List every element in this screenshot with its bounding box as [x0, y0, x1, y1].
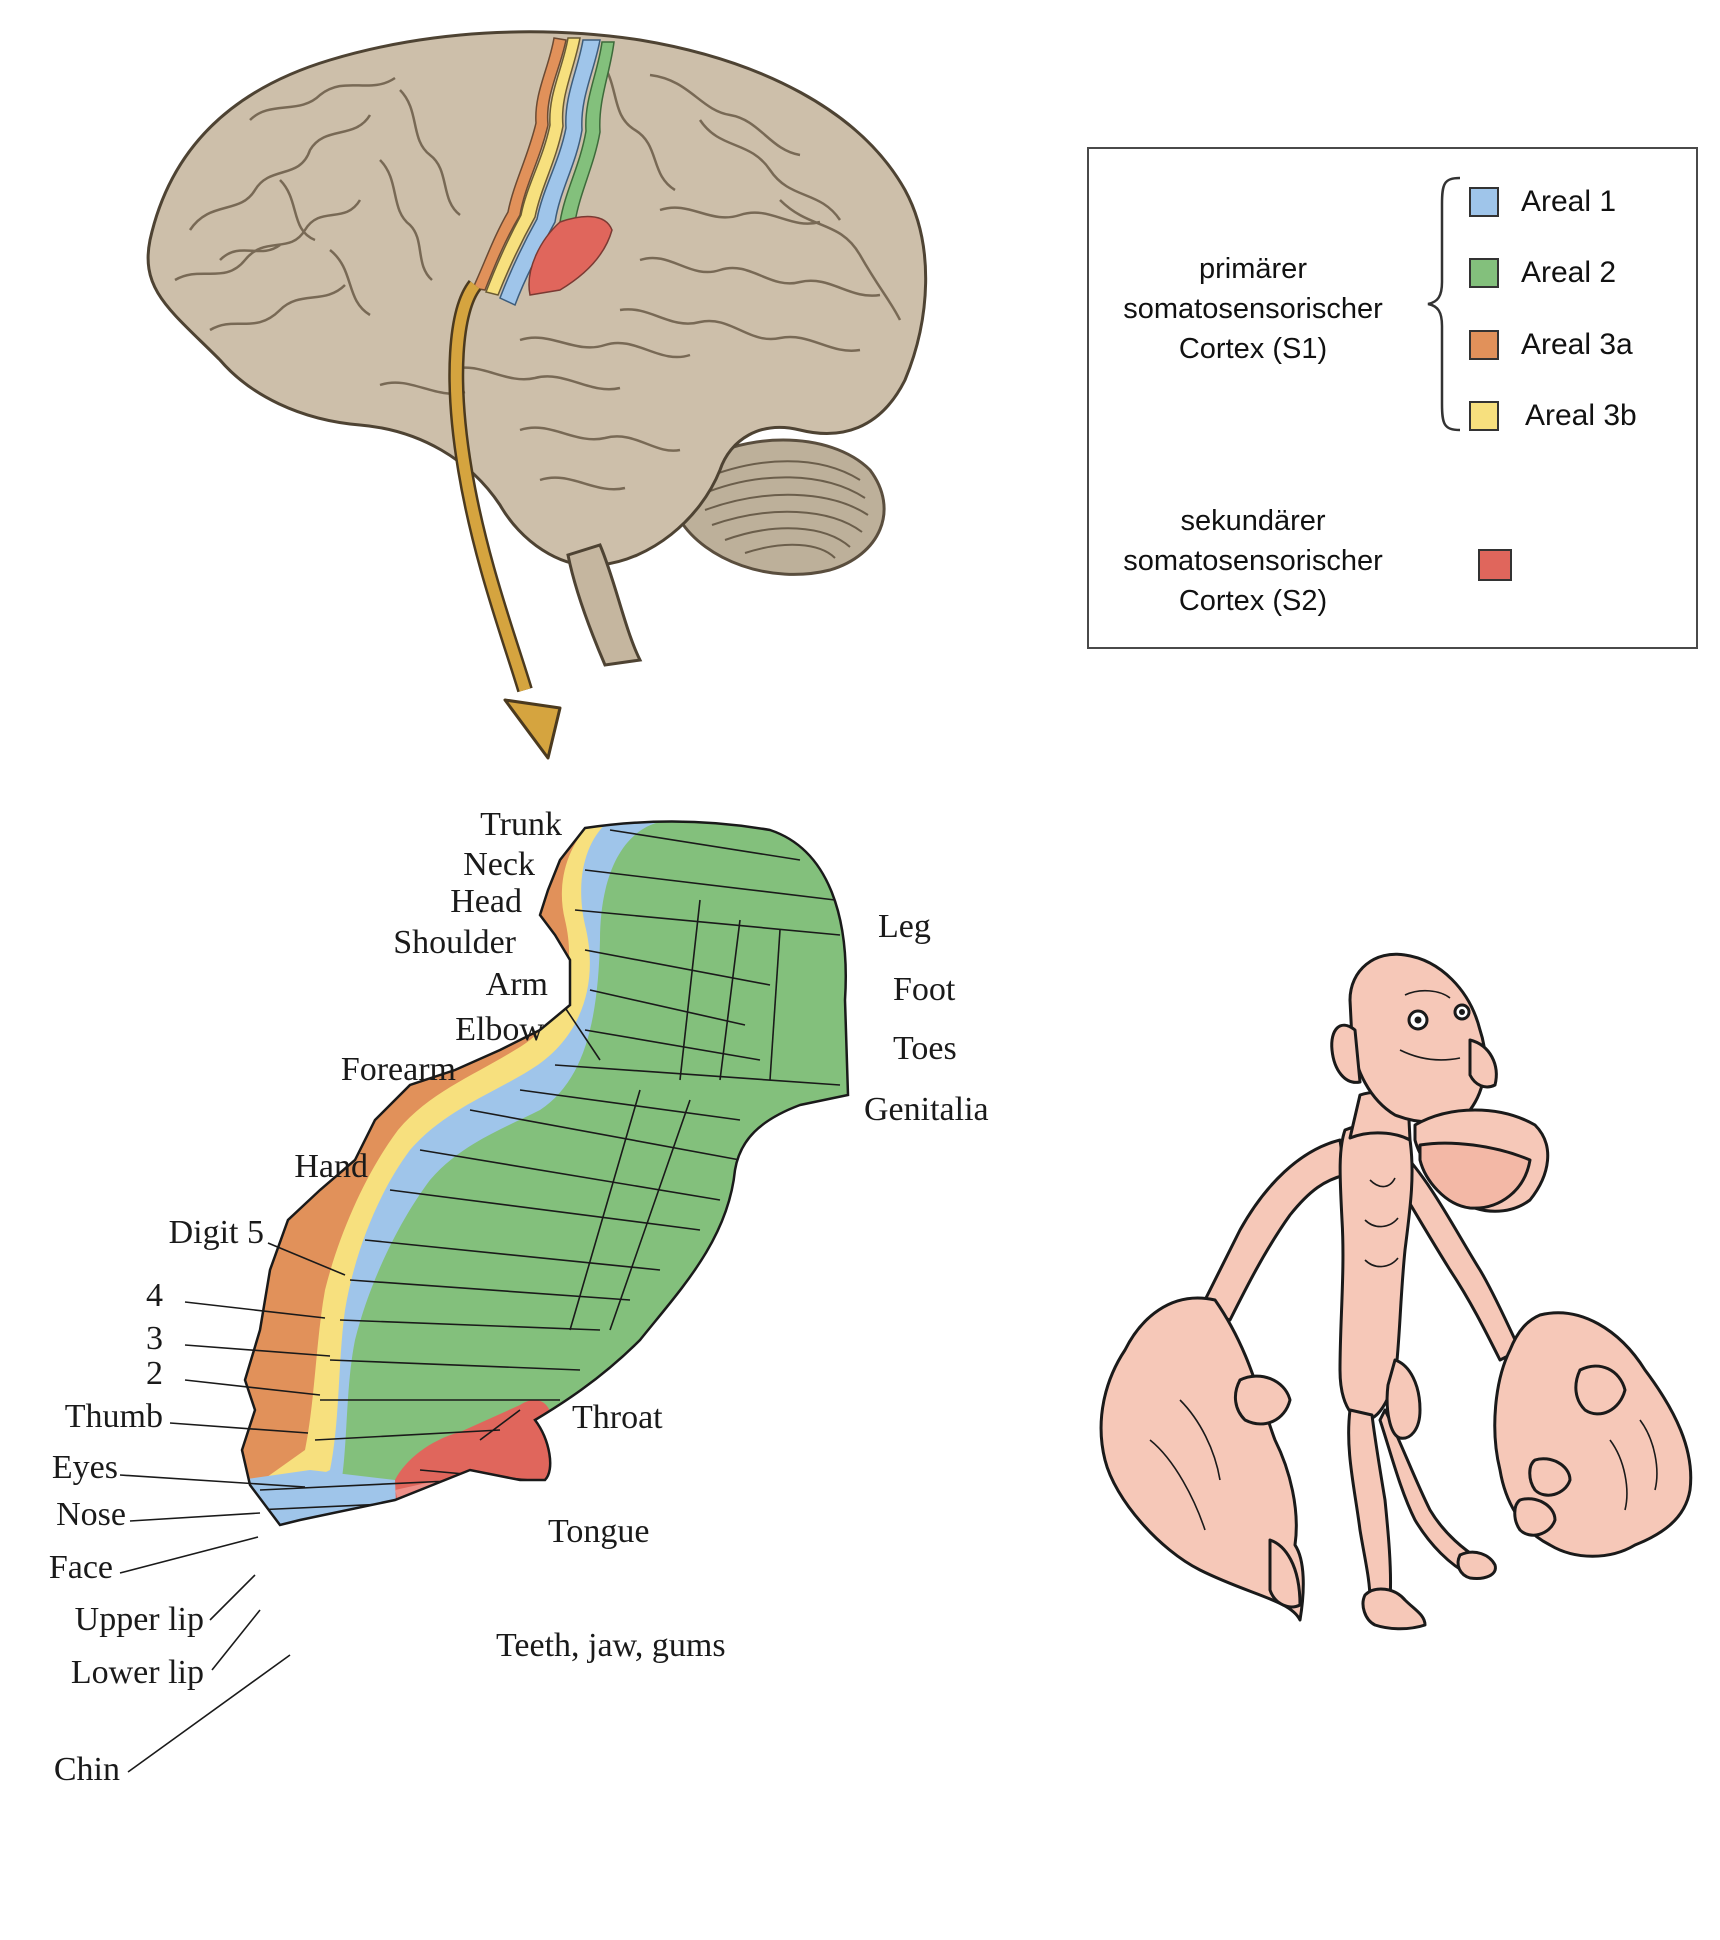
legend-item-areal-3a: Areal 3a [1469, 327, 1633, 363]
cortex-section [240, 820, 850, 1527]
curved-arrow [448, 280, 562, 760]
label-lower-lip: Lower lip [71, 1654, 204, 1691]
brain-cortex-strips [471, 37, 615, 307]
legend-label-areal-1: Areal 1 [1521, 185, 1617, 218]
label-throat: Throat [572, 1399, 663, 1436]
homunculus-tongue [1418, 1141, 1532, 1210]
s2-group-label: sekundärer somatosensorischer Cortex (S2… [1093, 501, 1413, 621]
homunculus-left-finger [1268, 1538, 1302, 1609]
cortex-section-outline [240, 820, 850, 1527]
homunculus-genitalia [1385, 1358, 1422, 1440]
label-elbow: Elbow [455, 1011, 544, 1048]
brain-illustration [146, 30, 928, 667]
cerebellum [678, 438, 886, 576]
label-chin: Chin [54, 1751, 120, 1788]
cortex-right-labels: Leg Foot Toes Genitalia Throat Tongue Te… [496, 908, 989, 1664]
label-foot: Foot [893, 971, 956, 1008]
homunculus-right-foot [1456, 1550, 1497, 1580]
legend-item-areal-3b: Areal 3b [1469, 398, 1637, 434]
legend-item-areal-2: Areal 2 [1469, 255, 1616, 291]
label-genitalia: Genitalia [864, 1091, 989, 1128]
legend-label-areal-2: Areal 2 [1521, 256, 1617, 289]
curly-brace-icon [1427, 176, 1461, 432]
legend-swatch-areal-3a [1469, 330, 1499, 360]
brain-strip-areal-1 [499, 39, 601, 307]
label-thumb: Thumb [65, 1398, 163, 1435]
sensory-homunculus [1099, 952, 1693, 1631]
label-digit-4: 4 [146, 1277, 163, 1314]
label-leader-lines [119, 1242, 346, 1773]
legend-label-areal-3b: Areal 3b [1525, 399, 1637, 432]
brainstem [566, 543, 643, 667]
legend-item-areal-1: Areal 1 [1469, 184, 1616, 220]
s1-group-label: primärer somatosensorischer Cortex (S1) [1093, 249, 1413, 369]
label-leg: Leg [878, 908, 931, 945]
label-nose: Nose [56, 1496, 126, 1533]
legend-swatch-areal-3b [1469, 401, 1499, 431]
label-head: Head [450, 883, 522, 920]
homunculus-left-arm [1198, 1138, 1347, 1322]
homunculus-right-finger-1 [1528, 1457, 1572, 1497]
label-digit-3: 3 [146, 1320, 163, 1357]
s2-label-line-3: Cortex (S2) [1178, 585, 1328, 617]
label-trunk: Trunk [480, 806, 562, 843]
label-forearm: Forearm [341, 1051, 456, 1088]
brain-strip-areal-3b [484, 37, 581, 296]
legend-swatch-s2 [1478, 549, 1512, 581]
label-toes: Toes [893, 1030, 957, 1067]
homunculus-ear [1330, 1023, 1362, 1084]
label-eyes: Eyes [52, 1449, 118, 1486]
band-s2-light [395, 1480, 470, 1525]
homunculus-left-foot [1361, 1587, 1427, 1631]
cortex-left-labels: Trunk Neck Head Shoulder Arm Elbow Forea… [49, 806, 562, 1788]
label-neck: Neck [463, 846, 535, 883]
homunculus-pupil [1414, 1016, 1422, 1024]
label-teeth-jaw-gums: Teeth, jaw, gums [496, 1627, 726, 1664]
s1-label-line-2: somatosensorischer [1123, 293, 1383, 325]
cerebellum-folia [699, 460, 869, 559]
label-upper-lip: Upper lip [75, 1601, 204, 1638]
legend-swatch-areal-1 [1469, 187, 1499, 217]
homunculus-details [1149, 989, 1658, 1531]
homunculus-nose [1468, 1038, 1498, 1089]
homunculus-right-thumb [1574, 1364, 1627, 1416]
label-arm: Arm [486, 966, 548, 1003]
s1-label-line-1: primärer [1199, 253, 1307, 285]
label-digit-5: Digit 5 [169, 1214, 264, 1251]
s1-label-line-3: Cortex (S1) [1178, 333, 1328, 365]
legend-swatch-areal-2 [1469, 258, 1499, 288]
brain-strip-s2 [528, 215, 613, 296]
homunculus-right-finger-2 [1513, 1497, 1557, 1537]
homunculus-left-thumb [1233, 1374, 1292, 1426]
homunculus-left-leg [1347, 1408, 1393, 1602]
s2-label-line-2: somatosensorischer [1123, 545, 1383, 577]
label-digit-2: 2 [146, 1355, 163, 1392]
legend-label-areal-3a: Areal 3a [1521, 328, 1633, 361]
brain-gyri [174, 59, 902, 491]
label-shoulder: Shoulder [393, 924, 516, 961]
legend-box: primärer somatosensorischer Cortex (S1) … [1087, 147, 1698, 649]
label-hand: Hand [294, 1148, 368, 1185]
homunculus-torso [1338, 1123, 1414, 1422]
brain-hemisphere [146, 30, 928, 568]
label-tongue: Tongue [548, 1513, 650, 1550]
label-face: Face [49, 1549, 113, 1586]
s2-label-line-1: sekundärer [1180, 505, 1326, 537]
homunculus-pupil-2 [1459, 1009, 1465, 1015]
